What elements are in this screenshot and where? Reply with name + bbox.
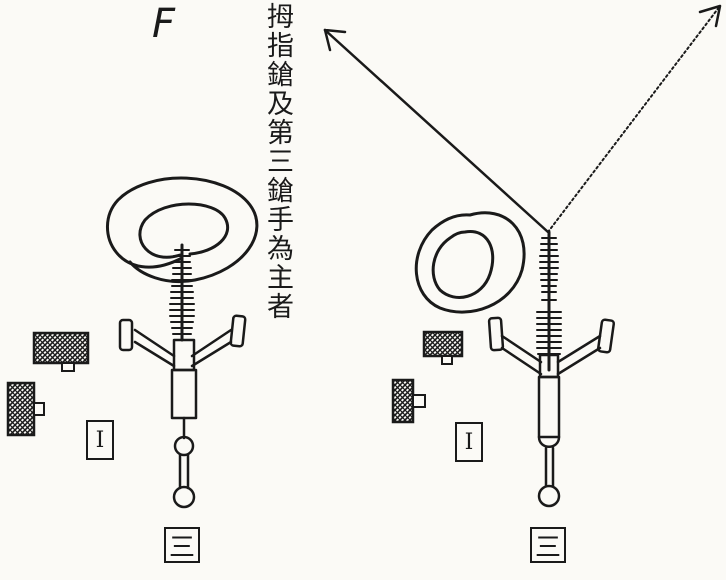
left-fork [118, 314, 247, 368]
left-figure [6, 176, 259, 509]
left-weights [6, 331, 90, 437]
left-shaft [170, 338, 198, 509]
left-box-three: 三 [164, 527, 200, 563]
right-figure [323, 4, 722, 508]
left-box-one: I [86, 420, 114, 460]
right-box-three: 三 [530, 527, 566, 563]
right-fork [487, 316, 616, 376]
right-weights [391, 330, 464, 424]
left-bristle-brush [169, 243, 195, 342]
figure-letter: F [152, 1, 176, 47]
right-bristle-brush [536, 230, 562, 372]
right-box-one: I [455, 422, 483, 462]
right-coil [414, 211, 526, 314]
right-shaft [537, 353, 561, 508]
right-arrows [323, 4, 722, 234]
vertical-caption: 拇指鎗及第三鎗手為主者 [262, 2, 293, 321]
